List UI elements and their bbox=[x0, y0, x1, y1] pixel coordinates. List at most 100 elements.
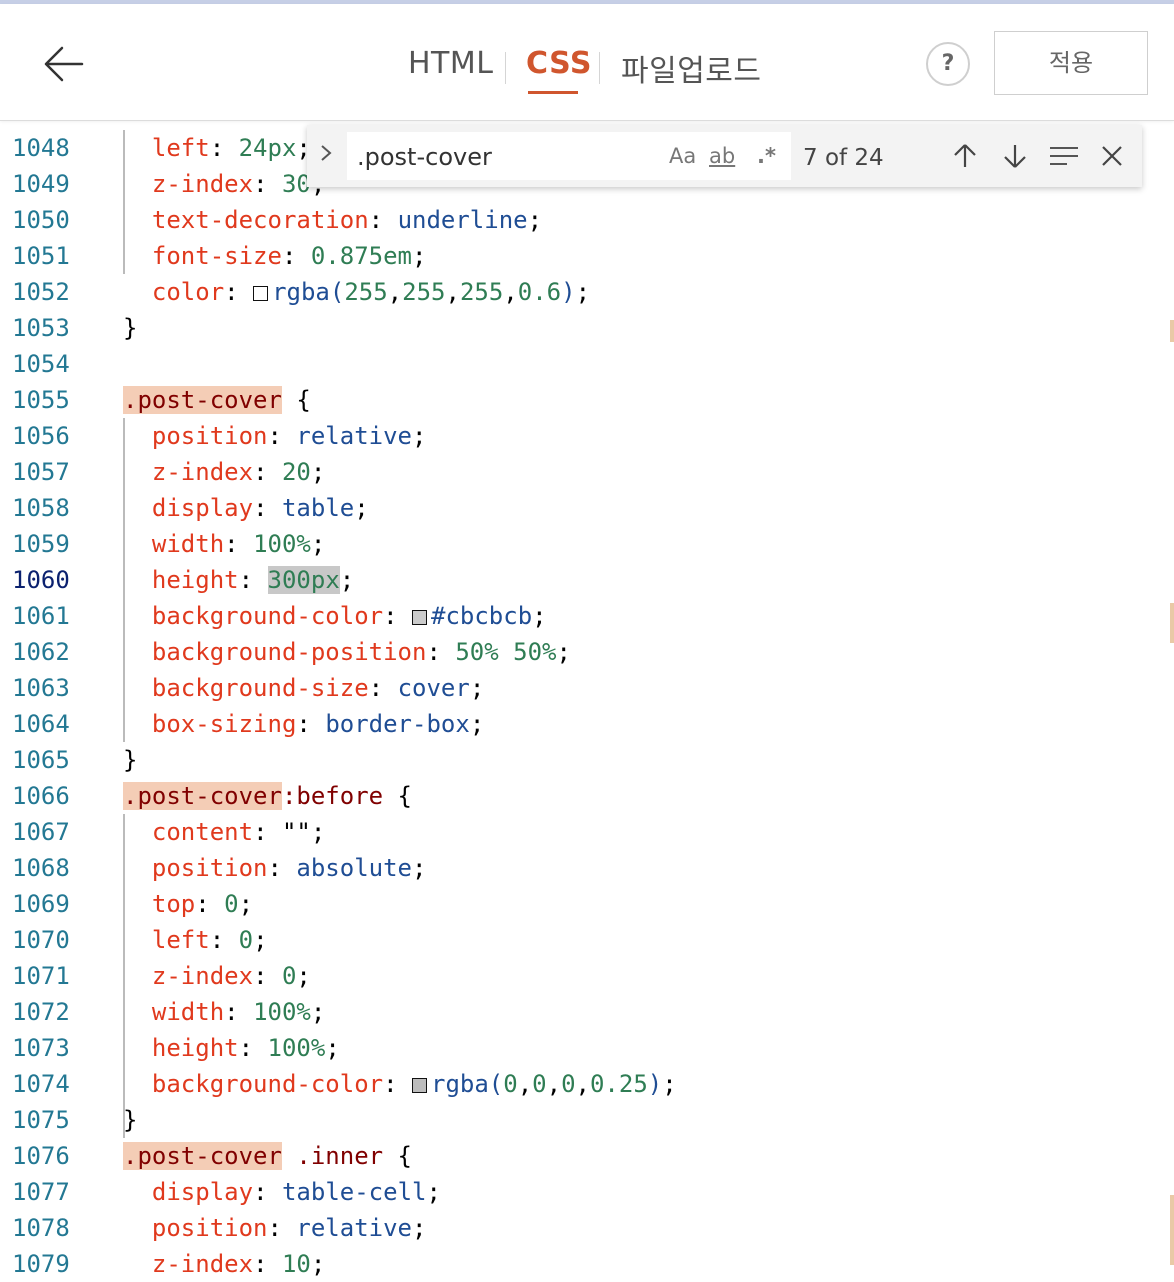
code-line[interactable]: 1052 color: rgba(255,255,255,0.6); bbox=[0, 274, 1174, 310]
code-line[interactable]: 1068 position: absolute; bbox=[0, 850, 1174, 886]
semicolon: ; bbox=[469, 710, 485, 738]
code-line[interactable]: 1072 width: 100%; bbox=[0, 994, 1174, 1030]
code-line[interactable]: 1050 text-decoration: underline; bbox=[0, 202, 1174, 238]
semicolon: ; bbox=[238, 890, 254, 918]
line-number: 1054 bbox=[12, 350, 70, 378]
match-case-button[interactable]: Aa bbox=[669, 144, 697, 168]
line-number: 1079 bbox=[12, 1250, 70, 1278]
semicolon: ; bbox=[296, 962, 311, 990]
find-query-text: .post-cover bbox=[357, 143, 492, 171]
css-function: rgba( bbox=[431, 1070, 504, 1098]
comma: , bbox=[575, 1070, 590, 1098]
line-number: 1067 bbox=[12, 818, 70, 846]
color-swatch-icon[interactable] bbox=[253, 286, 269, 301]
colon: : bbox=[253, 494, 282, 522]
code-text: } bbox=[123, 310, 137, 346]
tab-file-upload[interactable]: 파일업로드 bbox=[621, 54, 762, 89]
code-line[interactable]: 1049 z-index: 30; bbox=[0, 166, 1174, 202]
code-line[interactable]: 1059 width: 100%; bbox=[0, 526, 1174, 562]
css-property: position bbox=[151, 854, 268, 882]
code-text: height: 100%; bbox=[123, 1030, 340, 1066]
colon: : bbox=[267, 1214, 297, 1242]
indent bbox=[123, 422, 152, 450]
code-text: position: relative; bbox=[123, 418, 427, 454]
colon: : bbox=[426, 638, 456, 666]
css-function: rgba( bbox=[272, 278, 345, 306]
code-line[interactable]: 1069 top: 0; bbox=[0, 886, 1174, 922]
indent bbox=[123, 206, 152, 234]
line-number: 1075 bbox=[12, 1106, 70, 1134]
css-property: width bbox=[151, 530, 225, 558]
code-line[interactable]: 1053} bbox=[0, 310, 1174, 346]
colon: : bbox=[209, 134, 239, 162]
code-line[interactable]: 1051 font-size: 0.875em; bbox=[0, 238, 1174, 274]
semicolon: ; bbox=[469, 674, 485, 702]
previous-match-arrow-icon[interactable] bbox=[948, 139, 982, 173]
code-line[interactable]: 1077 display: table-cell; bbox=[0, 1174, 1174, 1210]
whole-word-button[interactable]: ab bbox=[709, 144, 736, 168]
comma: , bbox=[517, 1070, 533, 1098]
code-line[interactable]: 1061 background-color: #cbcbcb; bbox=[0, 598, 1174, 634]
code-line[interactable]: 1064 box-sizing: border-box; bbox=[0, 706, 1174, 742]
css-property: background-size bbox=[151, 674, 369, 702]
css-property: z-index bbox=[151, 1250, 254, 1278]
code-line[interactable]: 1066.post-cover:before { bbox=[0, 778, 1174, 814]
overview-ruler-mark bbox=[1170, 603, 1174, 643]
code-line[interactable]: 1073 height: 100%; bbox=[0, 1030, 1174, 1066]
css-property: content bbox=[151, 818, 254, 846]
code-line[interactable]: 1063 background-size: cover; bbox=[0, 670, 1174, 706]
css-property: position bbox=[151, 1214, 268, 1242]
code-line[interactable]: 1060 height: 300px; bbox=[0, 562, 1174, 598]
toggle-replace-chevron-icon[interactable] bbox=[319, 141, 333, 171]
tab-html[interactable]: HTML bbox=[408, 46, 494, 81]
tab-css[interactable]: CSS bbox=[526, 46, 592, 81]
code-line[interactable]: 1058 display: table; bbox=[0, 490, 1174, 526]
semicolon: ; bbox=[662, 1070, 677, 1098]
help-button[interactable]: ? bbox=[926, 42, 970, 86]
code-line[interactable]: 1067 content: ""; bbox=[0, 814, 1174, 850]
code-editor[interactable]: 1048 left: 24px;1049 z-index: 30;1050 te… bbox=[0, 125, 1174, 1282]
code-line[interactable]: 1057 z-index: 20; bbox=[0, 454, 1174, 490]
color-swatch-icon[interactable] bbox=[412, 610, 427, 625]
find-input[interactable]: .post-cover Aa ab .* bbox=[347, 132, 791, 180]
code-line[interactable]: 1071 z-index: 0; bbox=[0, 958, 1174, 994]
code-line[interactable]: 1078 position: relative; bbox=[0, 1210, 1174, 1246]
comma: , bbox=[387, 278, 403, 306]
code-line[interactable]: 1075} bbox=[0, 1102, 1174, 1138]
code-line[interactable]: 1065} bbox=[0, 742, 1174, 778]
code-line[interactable]: 1074 background-color: rgba(0,0,0,0.25); bbox=[0, 1066, 1174, 1102]
code-text: background-color: rgba(0,0,0,0.25); bbox=[123, 1066, 677, 1102]
colon: : bbox=[238, 566, 268, 594]
semicolon: ; bbox=[310, 818, 326, 846]
code-brace: } bbox=[123, 1106, 138, 1134]
code-line[interactable]: 1055.post-cover { bbox=[0, 382, 1174, 418]
code-line[interactable]: 1056 position: relative; bbox=[0, 418, 1174, 454]
line-number: 1077 bbox=[12, 1178, 70, 1206]
code-line[interactable]: 1062 background-position: 50% 50%; bbox=[0, 634, 1174, 670]
semicolon: ; bbox=[527, 206, 543, 234]
close-find-icon[interactable] bbox=[1095, 139, 1129, 173]
css-value: 10 bbox=[281, 1250, 311, 1278]
code-line[interactable]: 1048 left: 24px; bbox=[0, 130, 1174, 166]
css-number: 255 bbox=[344, 278, 388, 306]
next-match-arrow-icon[interactable] bbox=[998, 139, 1032, 173]
indent bbox=[123, 494, 152, 522]
code-brace: { bbox=[383, 1142, 413, 1170]
overview-ruler-mark bbox=[1170, 1195, 1174, 1265]
code-line[interactable]: 1076.post-cover .inner { bbox=[0, 1138, 1174, 1174]
colon: : bbox=[253, 170, 282, 198]
regex-button[interactable]: .* bbox=[757, 144, 776, 168]
find-in-selection-icon[interactable] bbox=[1047, 139, 1081, 173]
code-line[interactable]: 1070 left: 0; bbox=[0, 922, 1174, 958]
back-arrow-icon[interactable] bbox=[40, 40, 88, 88]
code-line[interactable]: 1054 bbox=[0, 346, 1174, 382]
indent bbox=[123, 818, 152, 846]
selector-text: .inner bbox=[281, 1142, 384, 1170]
color-swatch-icon[interactable] bbox=[412, 1078, 427, 1093]
css-property: background-color bbox=[151, 1070, 384, 1098]
line-number: 1063 bbox=[12, 674, 70, 702]
semicolon: ; bbox=[532, 602, 547, 630]
css-value: 0.875em bbox=[310, 242, 413, 270]
code-line[interactable]: 1079 z-index: 10; bbox=[0, 1246, 1174, 1282]
apply-button[interactable]: 적용 bbox=[994, 31, 1148, 95]
